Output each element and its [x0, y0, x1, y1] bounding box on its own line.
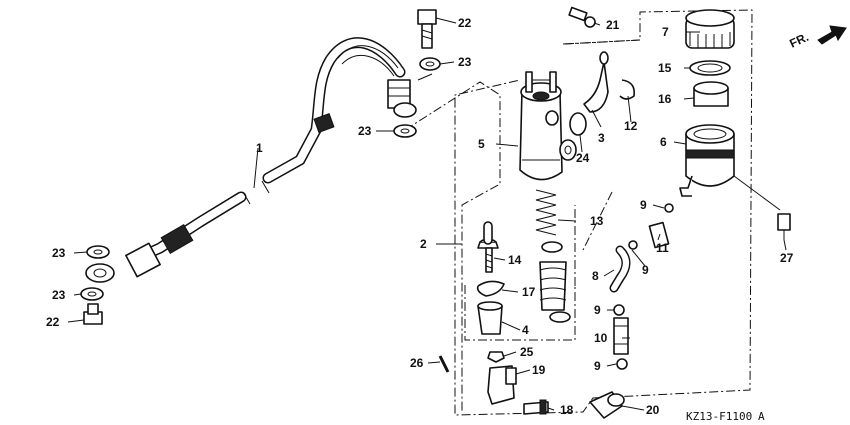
hose-group-link — [582, 191, 613, 251]
front-arrow-icon — [817, 25, 847, 45]
callout-15: 15 — [658, 61, 672, 75]
hose-break-mark — [242, 191, 251, 205]
callout-22b: 22 — [46, 315, 60, 329]
callout-9a: 9 — [640, 198, 647, 212]
screw-21 — [568, 6, 588, 22]
front-direction-indicator: FR. — [787, 25, 847, 51]
callout-24: 24 — [576, 151, 590, 165]
piston-cup — [541, 241, 563, 253]
drawing-code-suffix: A — [758, 410, 765, 423]
sealing-washer-23d — [393, 124, 417, 138]
callout-7: 7 — [662, 25, 669, 39]
callouts: 1 2 3 4 5 6 7 8 9 9 9 9 10 11 12 13 14 1… — [46, 16, 794, 417]
callout-11: 11 — [656, 241, 669, 255]
inlet-group — [568, 6, 636, 136]
callout-14: 14 — [508, 253, 522, 267]
direction-label: FR. — [787, 30, 810, 51]
hardware-top — [393, 9, 441, 138]
top-boundary — [564, 39, 641, 45]
callout-18: 18 — [560, 403, 574, 417]
callout-17: 17 — [522, 285, 536, 299]
reservoir-hose — [648, 221, 670, 249]
callout-25: 25 — [520, 345, 534, 359]
drawing-code-text: KZ13-F1100 — [686, 410, 752, 423]
callout-1: 1 — [256, 141, 263, 155]
callout-13: 13 — [590, 214, 604, 228]
sealing-washer-23a — [86, 245, 110, 259]
hose-clip — [628, 240, 638, 250]
reservoir-group — [609, 9, 791, 370]
assembly-boundaries — [404, 9, 753, 416]
reservoir — [685, 133, 735, 187]
master-cylinder-body — [519, 71, 577, 181]
hose-joint — [613, 317, 629, 355]
callout-26: 26 — [410, 356, 424, 370]
hose-fitting-lower — [125, 242, 161, 278]
banjo-eye-lower — [85, 263, 115, 283]
callout-27: 27 — [780, 251, 794, 265]
sealing-washer-23c — [419, 57, 441, 71]
sealing-washer-23b — [80, 287, 104, 301]
piston-kit-boundary — [464, 285, 576, 341]
outer-assembly-boundary — [454, 9, 753, 416]
spring — [535, 189, 557, 236]
bolt-22-upper-head — [417, 9, 437, 25]
circlip-17 — [476, 280, 505, 297]
callout-20: 20 — [646, 403, 660, 417]
callout-19: 19 — [532, 363, 546, 377]
callout-23b: 23 — [358, 124, 372, 138]
leader-lines — [67, 17, 787, 411]
callout-23d: 23 — [52, 288, 66, 302]
hose-sleeve — [160, 224, 194, 254]
circlip-12 — [619, 79, 636, 100]
bolt-27 — [777, 213, 791, 231]
piston-set — [476, 189, 571, 363]
hose-clip — [613, 304, 625, 316]
linkage — [438, 355, 625, 419]
callout-16: 16 — [658, 92, 672, 106]
callout-22a: 22 — [458, 16, 472, 30]
inlet-joint — [583, 61, 609, 113]
banjo-eye-upper — [393, 102, 417, 118]
callout-21: 21 — [606, 18, 620, 32]
callout-3: 3 — [598, 131, 605, 145]
diaphragm-plate — [689, 60, 731, 76]
callout-6: 6 — [660, 135, 667, 149]
hose-clip — [616, 358, 628, 370]
callout-12: 12 — [624, 119, 638, 133]
callout-8: 8 — [592, 269, 599, 283]
hardware-left — [80, 245, 110, 325]
callout-23c: 23 — [52, 246, 66, 260]
hose-break-mark — [261, 180, 270, 194]
brake-hose — [85, 37, 411, 283]
drawing-code: KZ13-F1100 A — [686, 410, 765, 423]
cotter-pin — [438, 355, 450, 373]
callout-9d: 9 — [594, 359, 601, 373]
o-ring — [569, 112, 587, 136]
callout-23a: 23 — [458, 55, 472, 69]
callout-5: 5 — [478, 137, 485, 151]
inner-assembly-boundary — [404, 81, 501, 412]
callout-10: 10 — [594, 331, 608, 345]
callout-2: 2 — [420, 237, 427, 251]
hose-sleeve — [313, 113, 335, 133]
callout-9c: 9 — [594, 303, 601, 317]
hose-clip — [664, 203, 674, 213]
nut-25 — [487, 351, 505, 363]
callout-4: 4 — [522, 323, 529, 337]
callout-9b: 9 — [642, 263, 649, 277]
